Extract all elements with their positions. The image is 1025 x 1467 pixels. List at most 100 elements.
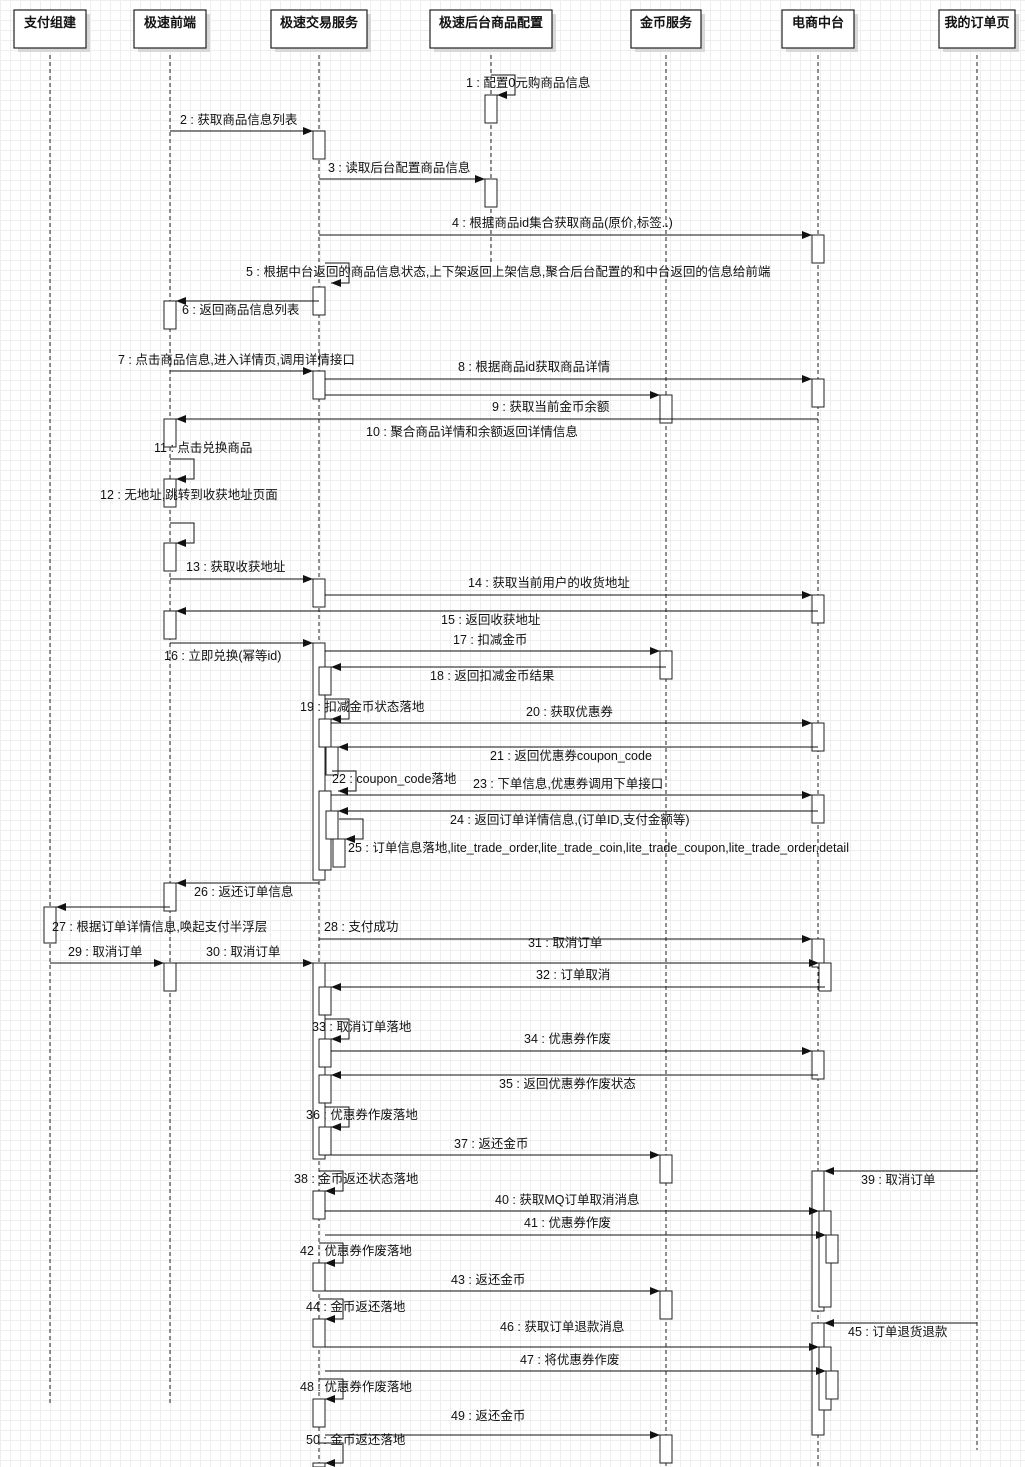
- participant-coin: 金币服务: [630, 9, 705, 52]
- activation-box: [163, 300, 177, 330]
- message-label: 45 : 订单退货退款: [848, 1324, 948, 1339]
- message-18: 18 : 返回扣减金币结果: [331, 663, 666, 683]
- message-label: 11 : 点击兑换商品: [154, 440, 252, 455]
- message-2: 2 : 获取商品信息列表: [170, 112, 313, 135]
- message-48: 48 : 优惠券作废落地: [300, 1378, 412, 1403]
- message-39: 39 : 取消订单: [824, 1167, 977, 1187]
- message-11: 11 : 点击兑换商品: [154, 440, 252, 483]
- activation-box: [318, 1038, 332, 1068]
- participant-box: [938, 9, 1016, 49]
- message-41: 41 : 优惠券作废: [325, 1215, 826, 1239]
- message-label: 15 : 返回收获地址: [441, 613, 541, 627]
- message-label: 18 : 返回扣减金币结果: [430, 668, 555, 683]
- message-7: 7 : 点击商品信息,进入详情页,调用详情接口: [118, 352, 355, 375]
- participant-order: 我的订单页: [938, 9, 1019, 52]
- message-label: 37 : 返还金币: [454, 1136, 528, 1151]
- message-9: 9 : 获取当前金币余额: [325, 391, 660, 414]
- message-label: 7 : 点击商品信息,进入详情页,调用详情接口: [118, 352, 355, 367]
- activation-box: [659, 1434, 673, 1464]
- message-24: 24 : 返回订单详情信息,(订单ID,支付金额等): [338, 807, 818, 827]
- activation-box: [318, 1074, 332, 1104]
- activation-box: [811, 794, 825, 824]
- activation-box: [312, 130, 326, 160]
- self-call-arrow: [325, 698, 350, 723]
- message-37: 37 : 返还金币: [325, 1136, 660, 1159]
- message-label: 41 : 优惠券作废: [524, 1215, 611, 1230]
- activation-box: [163, 882, 177, 912]
- self-call-arrow: [170, 522, 195, 547]
- self-call-arrow: [332, 770, 357, 795]
- message-label: 26 : 返还订单信息: [194, 884, 293, 899]
- message-46: 46 : 获取订单退款消息: [325, 1319, 819, 1351]
- self-call-arrow: [325, 1018, 350, 1043]
- message-6: 6 : 返回商品信息列表: [176, 297, 319, 317]
- message-33: 33 : 取消订单落地: [312, 1018, 412, 1043]
- activation-box: [811, 234, 825, 264]
- message-19: 19 : 扣减金币状态落地: [300, 698, 425, 723]
- message-21: 21 : 返回优惠券coupon_code: [338, 743, 818, 763]
- message-27: 27 : 根据订单详情信息,唤起支付半浮层: [52, 903, 267, 934]
- message-5: 5 : 根据中台返回的商品信息状态,上下架返回上架信息,聚合后台配置的和中台返回…: [246, 262, 770, 287]
- message-label: 1 : 配置0元购商品信息: [466, 75, 590, 90]
- message-label: 28 : 支付成功: [324, 920, 398, 934]
- self-call-arrow: [319, 1298, 344, 1323]
- activation-box: [659, 394, 673, 424]
- activation-box: [318, 1126, 332, 1156]
- participant-label: 我的订单页: [944, 15, 1009, 30]
- message-label: 14 : 获取当前用户的收货地址: [468, 575, 630, 590]
- message-label: 47 : 将优惠券作废: [520, 1352, 619, 1367]
- message-23: 23 : 下单信息,优惠券调用下单接口: [331, 776, 812, 799]
- activation-box: [163, 478, 177, 508]
- participant-label: 极速交易服务: [280, 15, 359, 30]
- activation-box: [811, 594, 825, 624]
- message-20: 20 : 获取优惠券: [331, 704, 812, 727]
- message-17: 17 : 扣减金币: [325, 632, 660, 655]
- message-3: 3 : 读取后台配置商品信息: [319, 160, 485, 183]
- self-call-arrow: [170, 458, 195, 483]
- participant-ec: 电商中台: [781, 9, 858, 52]
- activation-box: [163, 610, 177, 640]
- message-label: 2 : 获取商品信息列表: [180, 112, 298, 127]
- message-15: 15 : 返回收获地址: [176, 607, 818, 627]
- participant-label: 电商中台: [792, 15, 844, 30]
- message-44: 44 : 金币返还落地: [306, 1298, 406, 1323]
- message-50: 50 : 金币返还落地: [306, 1432, 406, 1467]
- message-label: 50 : 金币返还落地: [306, 1432, 406, 1447]
- activation-box: [825, 1234, 839, 1264]
- activation-box: [312, 578, 326, 608]
- message-label: 5 : 根据中台返回的商品信息状态,上下架返回上架信息,聚合后台配置的和中台返回…: [246, 264, 770, 279]
- message-34: 34 : 优惠券作废: [331, 1031, 812, 1055]
- message-1: 1 : 配置0元购商品信息: [466, 74, 590, 99]
- activation-box: [325, 746, 339, 776]
- message-28: 28 : 支付成功: [319, 920, 812, 943]
- participant-trade: 极速交易服务: [270, 9, 371, 52]
- message-label: 16 : 立即兑换(幂等id): [164, 648, 281, 663]
- activation-box: [312, 1318, 326, 1348]
- message-label: 35 : 返回优惠券作废状态: [499, 1076, 636, 1091]
- message-label: 19 : 扣减金币状态落地: [300, 699, 425, 714]
- message-8: 8 : 根据商品id获取商品详情: [325, 359, 812, 383]
- self-call-arrow: [319, 1242, 344, 1267]
- message-label: 30 : 取消订单: [206, 945, 280, 959]
- message-label: 23 : 下单信息,优惠券调用下单接口: [473, 776, 663, 791]
- participant-label: 极速前端: [144, 15, 196, 30]
- participant-box: [133, 9, 207, 49]
- activation-box: [312, 1190, 326, 1220]
- participant-label: 极速后台商品配置: [439, 15, 543, 30]
- message-label: 21 : 返回优惠券coupon_code: [490, 748, 652, 763]
- participant-box: [270, 9, 368, 49]
- message-25: 25 : 订单信息落地,lite_trade_order,lite_trade_…: [339, 818, 849, 855]
- activation-box: [811, 722, 825, 752]
- message-4: 4 : 根据商品id集合获取商品(原价,标签..): [319, 215, 812, 239]
- message-22: 22 : coupon_code落地: [332, 770, 457, 795]
- message-14: 14 : 获取当前用户的收货地址: [325, 575, 812, 599]
- message-label: 49 : 返还金币: [451, 1408, 525, 1423]
- participant-label: 支付组建: [23, 15, 76, 30]
- message-42: 42 : 优惠券作废落地: [300, 1242, 412, 1267]
- activation-box: [332, 838, 346, 868]
- participant-box: [429, 9, 553, 49]
- message-label: 12 : 无地址,跳转到收获地址页面: [100, 487, 278, 502]
- activation-box: [659, 650, 673, 680]
